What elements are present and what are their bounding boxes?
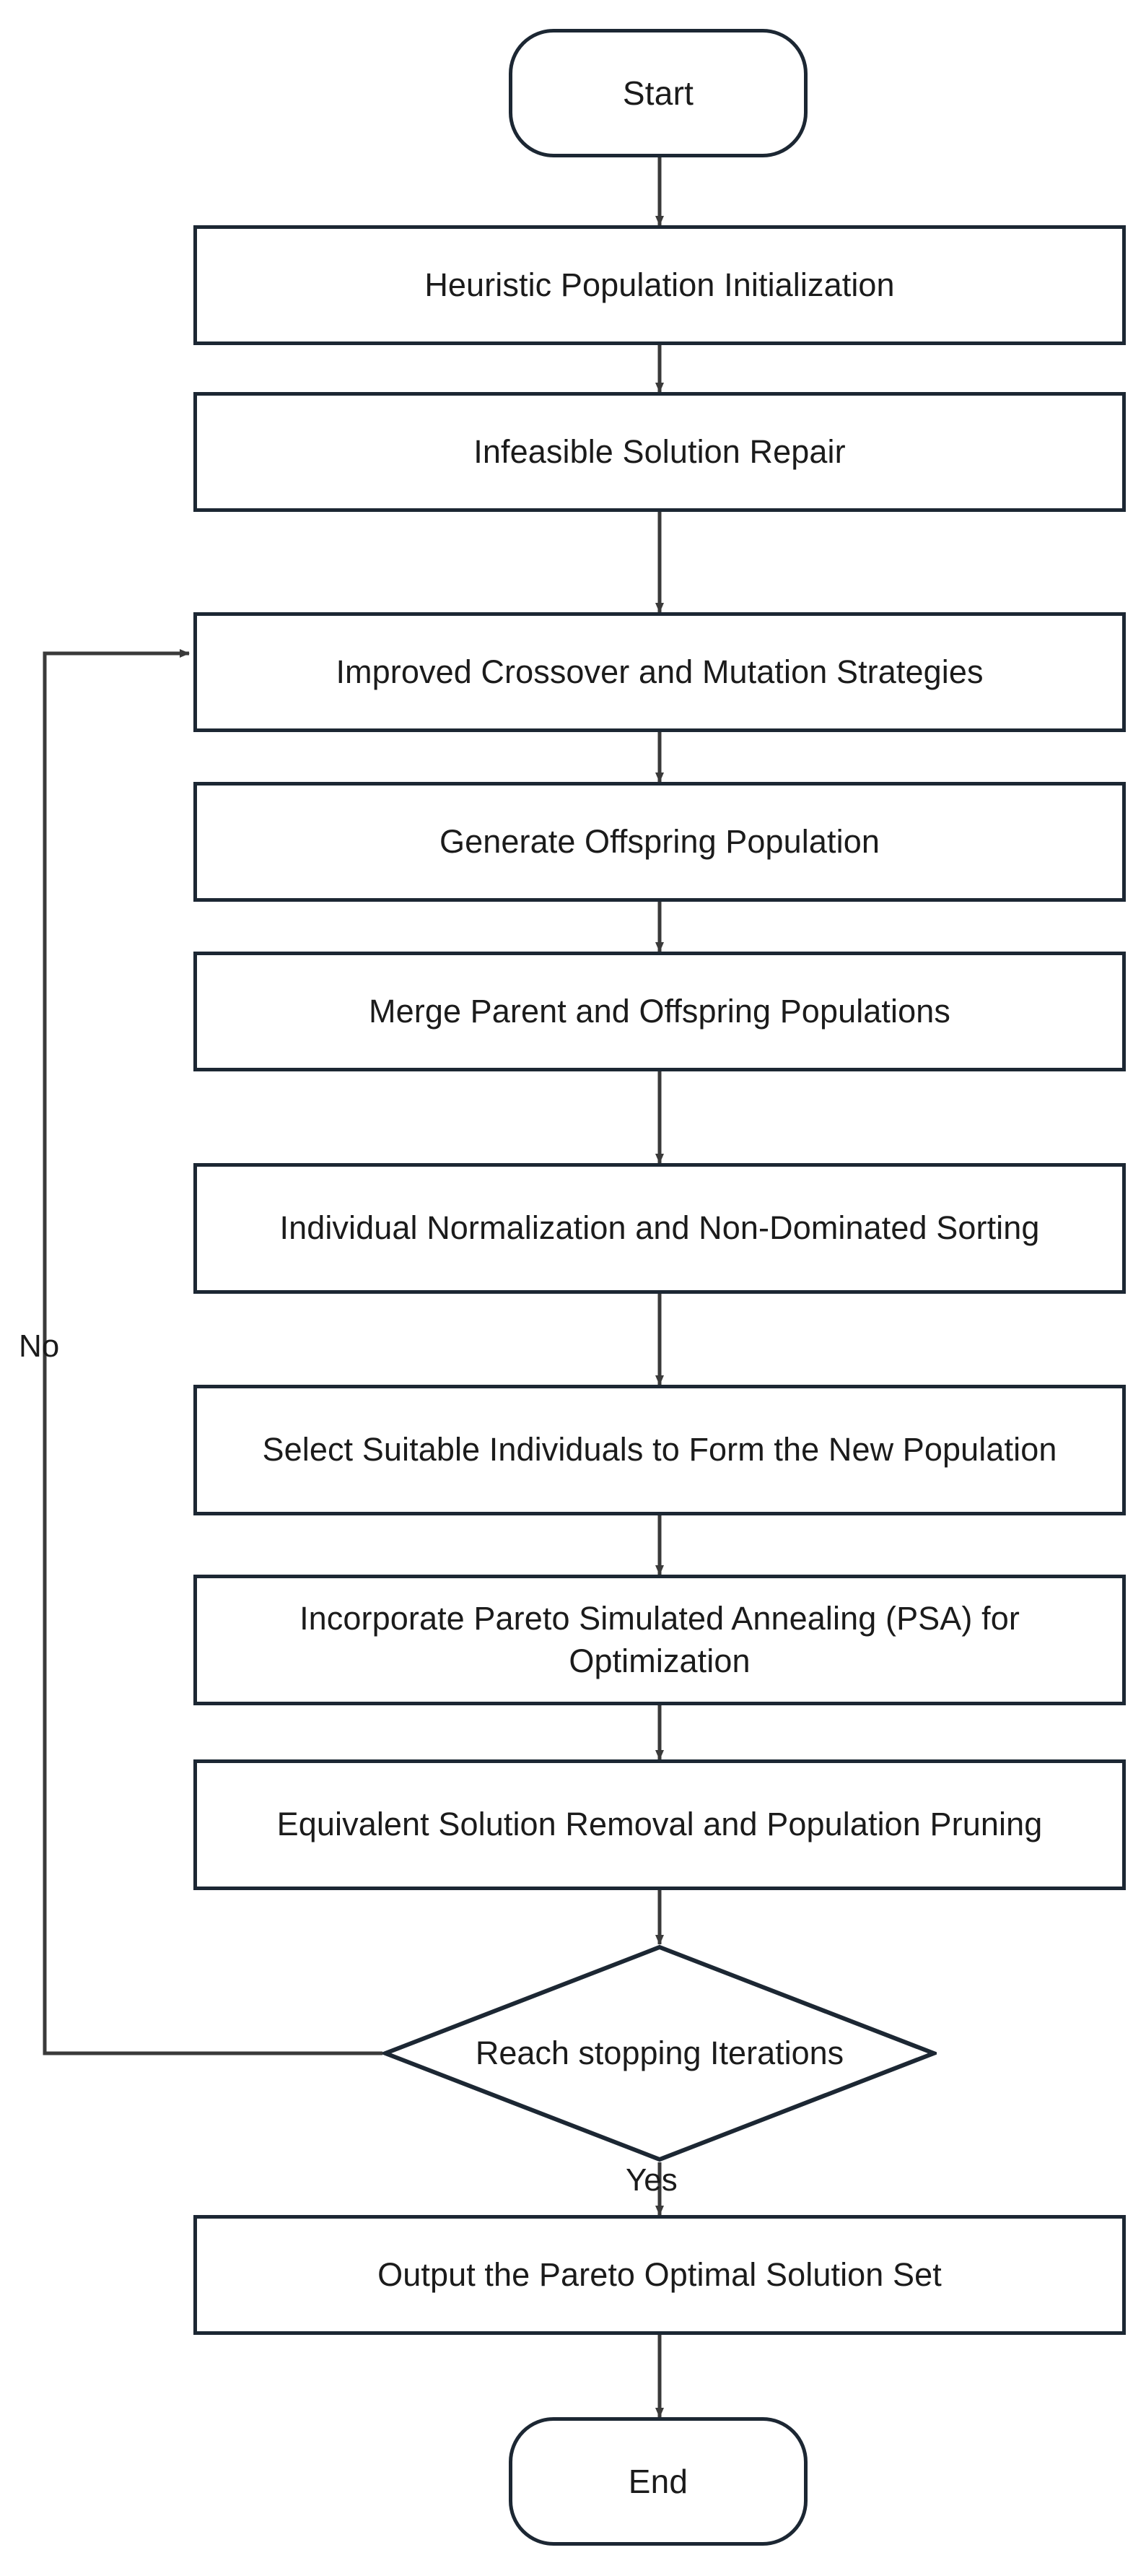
node-label: Infeasible Solution Repair [473, 432, 846, 470]
node-label: Select Suitable Individuals to Form the … [262, 1431, 1057, 1468]
node-label: Heuristic Population Initialization [424, 266, 895, 303]
node-start-label: Start [622, 74, 694, 112]
node-end-label: End [628, 2462, 688, 2500]
edge-label-no: No [19, 1328, 60, 1364]
node-merge-parent-and-offspring-populations[interactable]: Merge Parent and Offspring Populations [193, 952, 1126, 1071]
node-label: Improved Crossover and Mutation Strategi… [336, 653, 984, 690]
node-equivalent-solution-removal-and-population-pruning[interactable]: Equivalent Solution Removal and Populati… [193, 1759, 1126, 1890]
node-label: Output the Pareto Optimal Solution Set [377, 2255, 942, 2293]
node-start[interactable]: Start [509, 29, 808, 157]
node-heuristic-population-initialization[interactable]: Heuristic Population Initialization [193, 225, 1126, 345]
node-individual-normalization-and-non-dominated-sorting[interactable]: Individual Normalization and Non-Dominat… [193, 1163, 1126, 1294]
node-output-the-pareto-optimal-solution-set[interactable]: Output the Pareto Optimal Solution Set [193, 2215, 1126, 2335]
node-label: Individual Normalization and Non-Dominat… [279, 1209, 1040, 1247]
node-decision-label: Reach stopping Iterations [475, 2034, 844, 2071]
node-select-suitable-individuals[interactable]: Select Suitable Individuals to Form the … [193, 1385, 1126, 1515]
node-infeasible-solution-repair[interactable]: Infeasible Solution Repair [193, 392, 1126, 512]
node-label: Equivalent Solution Removal and Populati… [276, 1806, 1043, 1843]
node-label: Generate Offspring Population [439, 822, 880, 860]
node-label: Merge Parent and Offspring Populations [369, 992, 950, 1030]
edge-label-yes: Yes [626, 2162, 678, 2198]
node-incorporate-pareto-simulated-annealing[interactable]: Incorporate Pareto Simulated Annealing (… [193, 1575, 1126, 1705]
node-label: Incorporate Pareto Simulated Annealing (… [299, 1600, 1020, 1679]
node-generate-offspring-population[interactable]: Generate Offspring Population [193, 782, 1126, 902]
node-decision-reach-stopping-iterations[interactable]: Reach stopping Iterations [382, 1944, 937, 2162]
node-end[interactable]: End [509, 2417, 808, 2546]
node-improved-crossover-and-mutation-strategies[interactable]: Improved Crossover and Mutation Strategi… [193, 612, 1126, 732]
